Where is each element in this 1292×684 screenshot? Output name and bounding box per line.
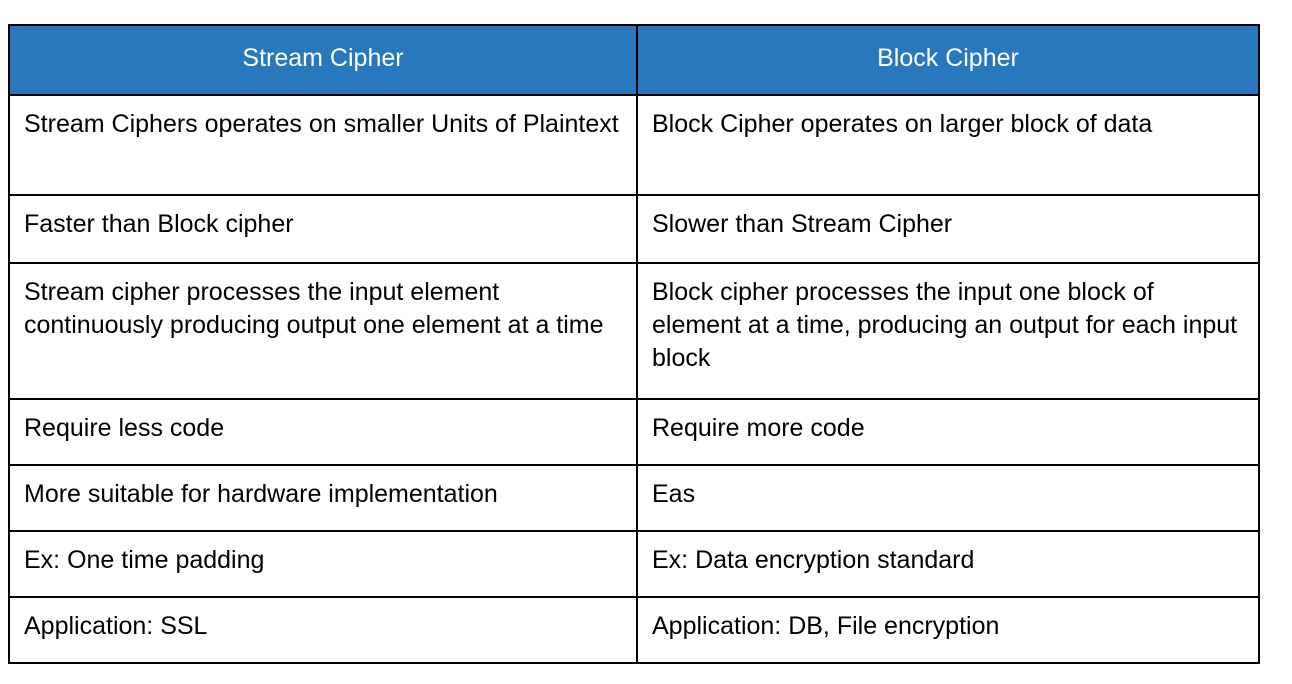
cell-block-cipher: Block cipher processes the input one blo…: [636, 262, 1260, 400]
column-header-stream-cipher: Stream Cipher: [8, 24, 638, 96]
cell-text: Eas: [652, 480, 696, 508]
cell-stream-cipher: Faster than Block cipher: [8, 194, 638, 264]
table-row: Stream cipher processes the input elemen…: [8, 262, 1260, 400]
cipher-comparison-table: Stream Cipher Block Cipher Stream Cipher…: [8, 24, 1260, 664]
cell-stream-cipher: Require less code: [8, 398, 638, 466]
cell-text: Application: DB, File encryption: [652, 612, 1000, 640]
column-header-block-cipher-label: Block Cipher: [877, 44, 1019, 72]
cell-block-cipher: Application: DB, File encryption: [636, 596, 1260, 664]
table-row: Require less code Require more code: [8, 398, 1260, 466]
cell-block-cipher: Require more code: [636, 398, 1260, 466]
column-header-block-cipher: Block Cipher: [636, 24, 1260, 96]
table-row: More suitable for hardware implementatio…: [8, 464, 1260, 532]
cell-stream-cipher: More suitable for hardware implementatio…: [8, 464, 638, 532]
cell-text: Ex: One time padding: [24, 546, 265, 574]
cell-block-cipher: Eas: [636, 464, 1260, 532]
cell-block-cipher: Slower than Stream Cipher: [636, 194, 1260, 264]
table-body: Stream Ciphers operates on smaller Units…: [8, 94, 1260, 664]
cell-text: Ex: Data encryption standard: [652, 546, 975, 574]
cell-text: More suitable for hardware implementatio…: [24, 480, 498, 508]
cell-block-cipher: Block Cipher operates on larger block of…: [636, 94, 1260, 196]
column-header-stream-cipher-label: Stream Cipher: [242, 44, 404, 72]
cell-stream-cipher: Stream Ciphers operates on smaller Units…: [8, 94, 638, 196]
table-row: Application: SSL Application: DB, File e…: [8, 596, 1260, 664]
table-row: Ex: One time padding Ex: Data encryption…: [8, 530, 1260, 598]
cell-text: Require more code: [652, 414, 865, 442]
table-row: Faster than Block cipher Slower than Str…: [8, 194, 1260, 264]
cell-text: Stream cipher processes the input elemen…: [24, 278, 604, 339]
table-header-row: Stream Cipher Block Cipher: [8, 24, 1260, 96]
cell-text: Faster than Block cipher: [24, 210, 294, 238]
cell-text: Slower than Stream Cipher: [652, 210, 953, 238]
cell-stream-cipher: Application: SSL: [8, 596, 638, 664]
cell-text: Block cipher processes the input one blo…: [652, 278, 1238, 372]
cell-stream-cipher: Stream cipher processes the input elemen…: [8, 262, 638, 400]
cell-block-cipher: Ex: Data encryption standard: [636, 530, 1260, 598]
cell-text: Require less code: [24, 414, 225, 442]
cell-text: Application: SSL: [24, 612, 208, 640]
cell-stream-cipher: Ex: One time padding: [8, 530, 638, 598]
cell-text: Stream Ciphers operates on smaller Units…: [24, 110, 619, 138]
table-row: Stream Ciphers operates on smaller Units…: [8, 94, 1260, 196]
cell-text: Block Cipher operates on larger block of…: [652, 110, 1153, 138]
table-header: Stream Cipher Block Cipher: [8, 24, 1260, 96]
